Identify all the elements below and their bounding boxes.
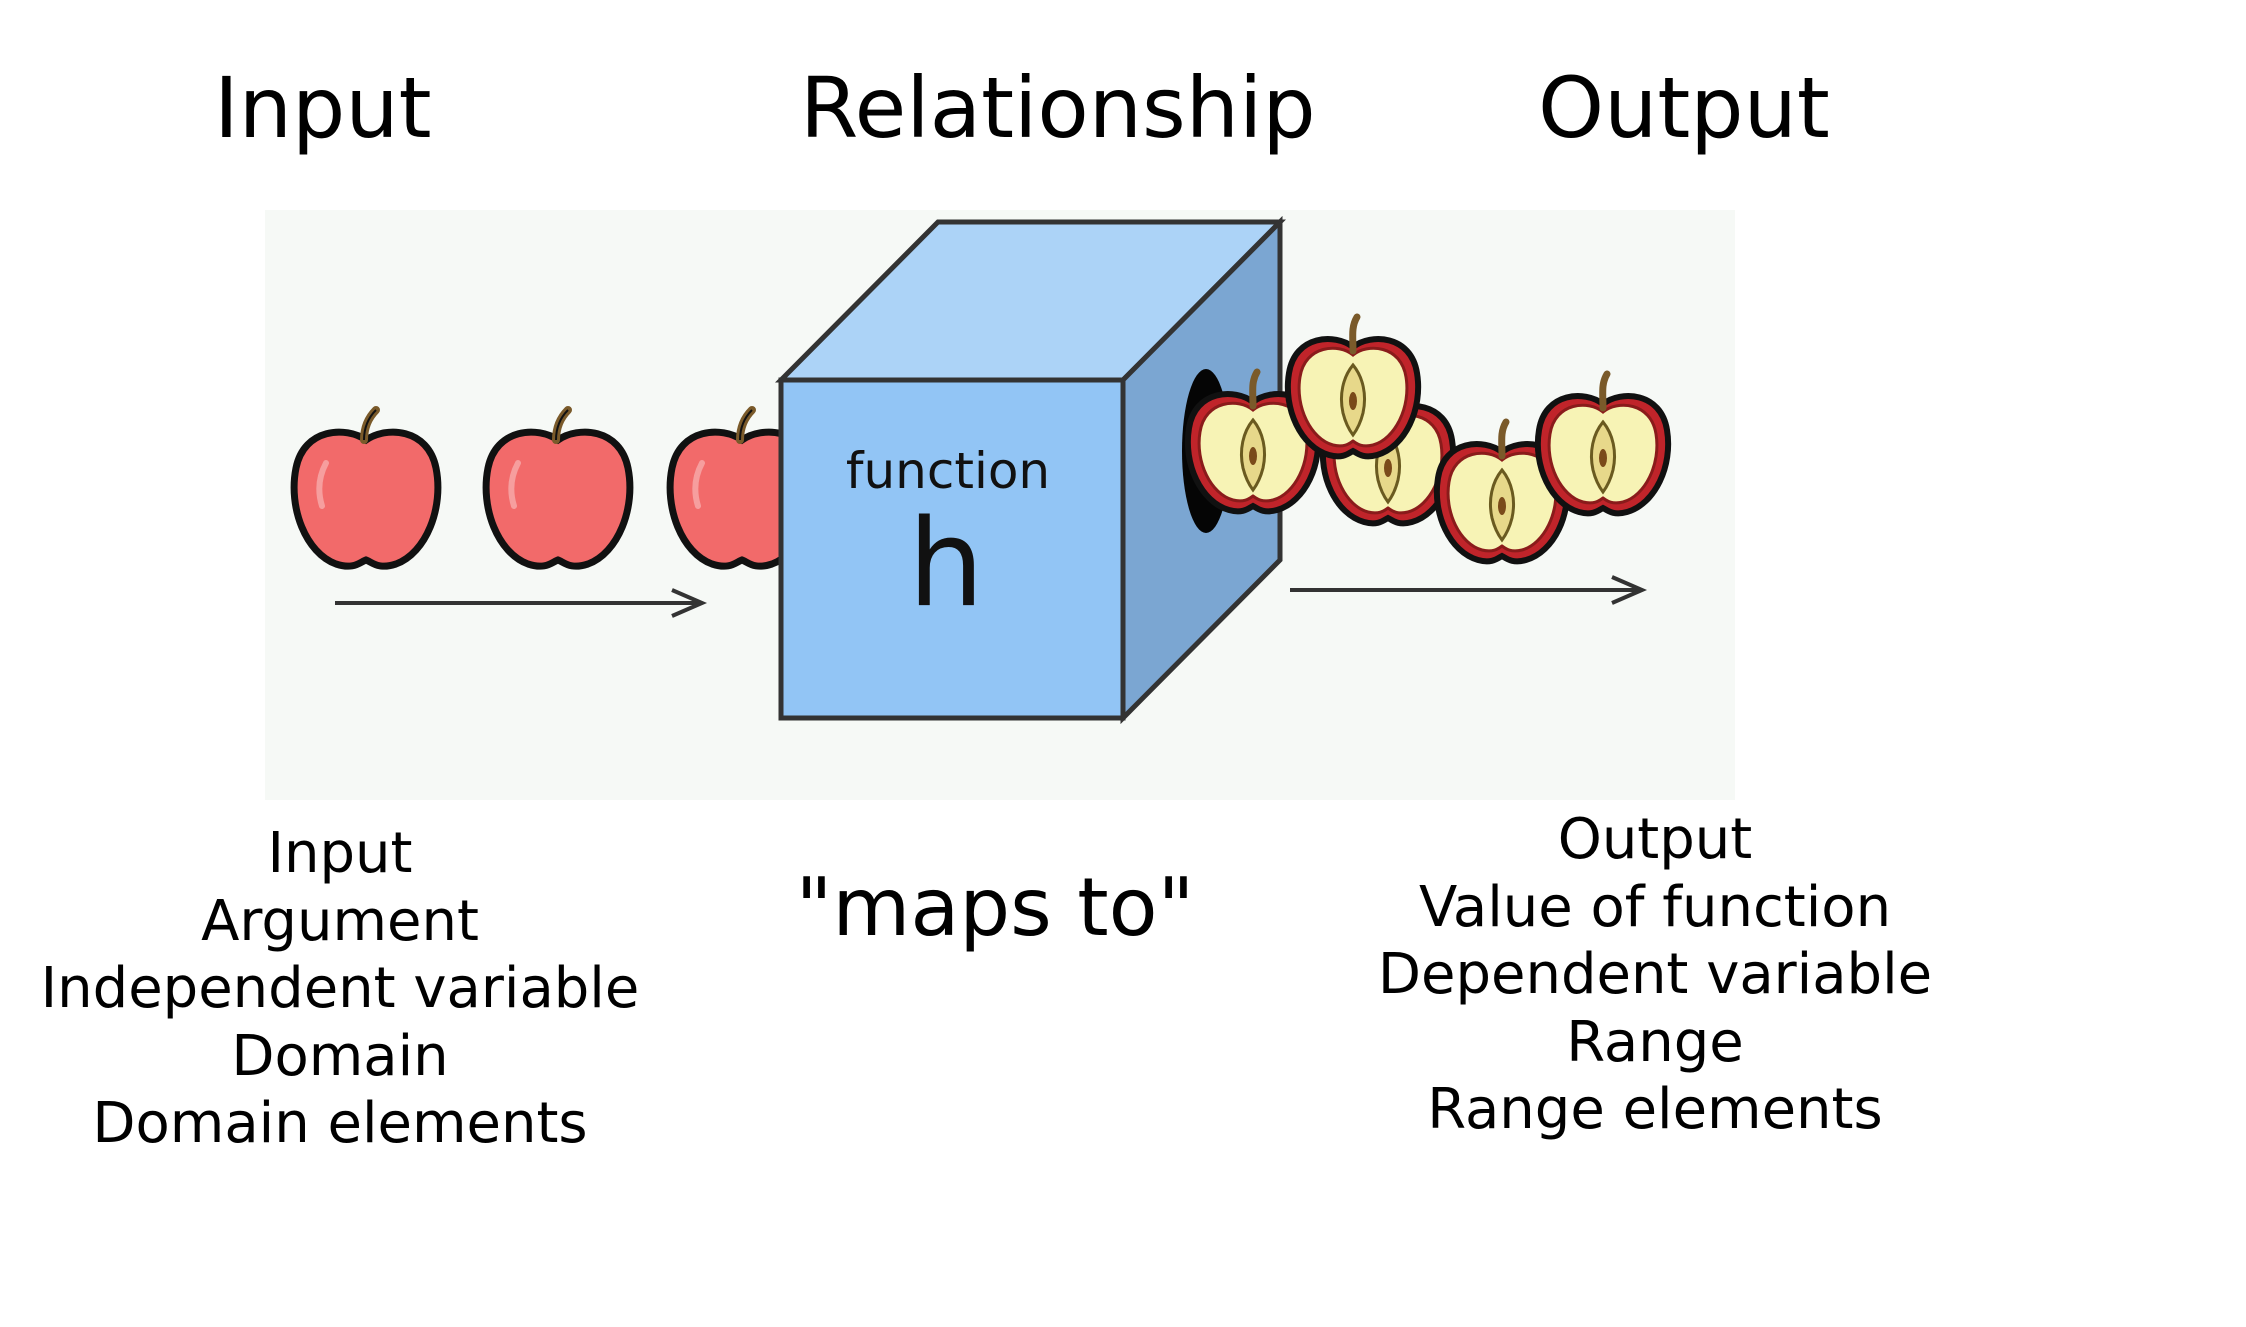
output-term: Range [1566, 1009, 1744, 1075]
input-heading: Input [214, 59, 432, 157]
input-term: Input [267, 821, 413, 886]
input-term: Independent variable [40, 956, 640, 1021]
apple-half-icon [1538, 374, 1668, 513]
maps-to-label: "maps to" [795, 861, 1195, 954]
output-term: Range elements [1427, 1077, 1883, 1142]
output-term: Dependent variable [1377, 942, 1933, 1007]
input-term: Domain [231, 1023, 449, 1089]
apple-icon [294, 410, 438, 566]
output-term: Output [1557, 807, 1753, 872]
function-name: h [908, 495, 984, 634]
output-terms-list: Output Value of function Dependent varia… [1300, 806, 2010, 1144]
input-term: Argument [201, 888, 479, 954]
function-box-icon: function h [774, 215, 1287, 725]
apple-half-icon [1288, 317, 1418, 456]
apple-icon [486, 410, 630, 566]
function-label: function [846, 442, 1050, 500]
relationship-heading: Relationship [800, 59, 1316, 157]
input-terms-list: Input Argument Independent variable Doma… [0, 820, 680, 1158]
input-term: Domain elements [92, 1091, 588, 1156]
output-term: Value of function [1418, 874, 1892, 940]
output-heading: Output [1538, 59, 1830, 157]
